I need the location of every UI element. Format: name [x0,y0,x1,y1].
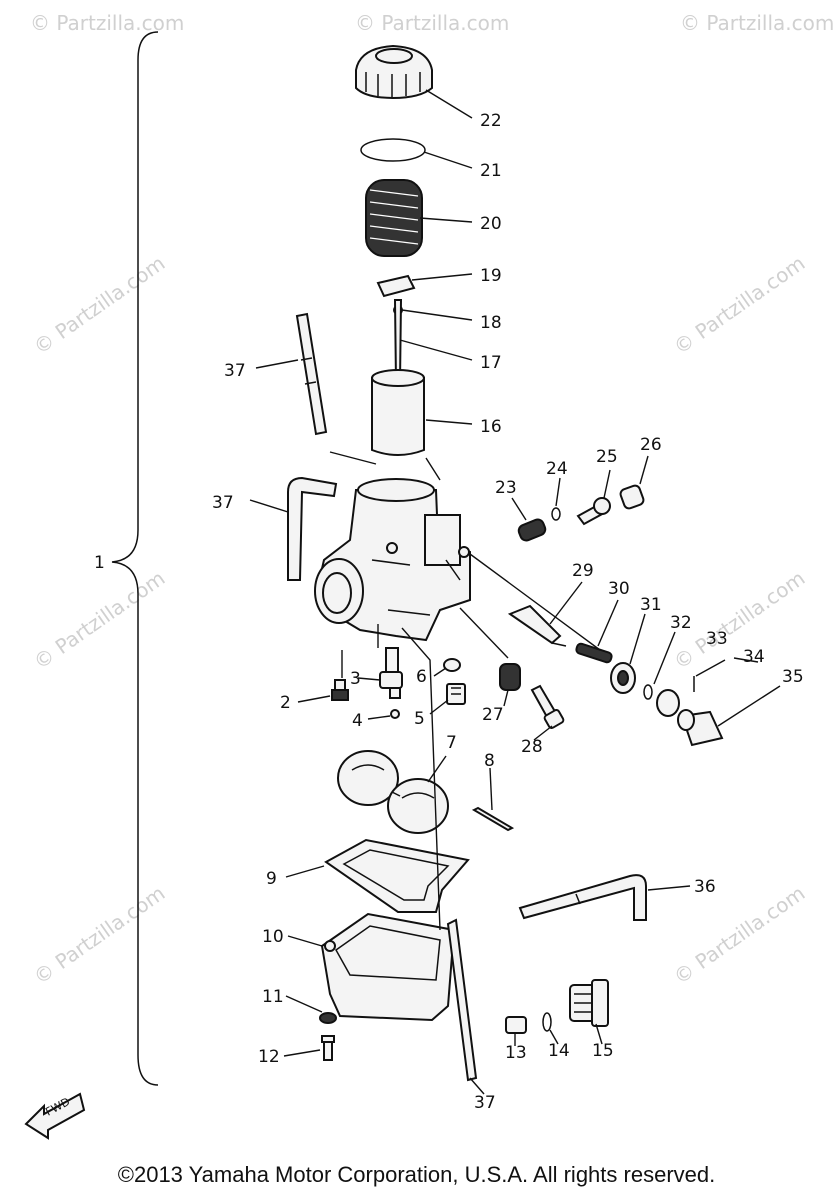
part-2-screw [331,679,349,701]
part-36-overflow-hose [518,874,647,921]
label-part-34: 34 [743,647,765,667]
watermark-5: © Partzilla.com [669,251,809,359]
label-part-32: 32 [670,613,692,633]
carburetor-exploded-diagram: © Partzilla.com © Partzilla.com © Partzi… [24,11,833,1140]
part-37-vent-hose-upper [295,312,328,436]
part-20-spring [365,179,423,257]
watermark-2: © Partzilla.com [355,11,509,35]
label-part-4: 4 [352,711,363,731]
part-16-throttle-valve [371,369,425,456]
label-part-7: 7 [446,733,457,753]
watermark-9: © Partzilla.com [669,881,809,989]
fwd-arrow-icon: FWD [24,1092,86,1140]
part-8-float-pin [471,806,515,832]
part-33-cap [656,689,680,717]
label-part-26: 26 [640,435,662,455]
part-4-washer [390,709,400,719]
watermark-1: © Partzilla.com [30,11,184,35]
label-part-3: 3 [350,669,361,689]
part-37-vent-hose-lower [446,918,478,1082]
label-part-37-left: 37 [212,493,234,513]
label-part-23: 23 [495,478,517,498]
label-part-35: 35 [782,667,804,687]
label-part-5: 5 [414,709,425,729]
part-7-float [337,750,449,834]
watermark-4: © Partzilla.com [29,251,169,359]
label-part-37-upper: 37 [224,361,246,381]
part-31-nut [610,662,636,694]
part-24-o-ring [551,507,561,521]
part-28-adjusting-screw [530,684,565,729]
part-14-gasket [542,1012,552,1032]
label-part-12: 12 [258,1047,280,1067]
label-part-30: 30 [608,579,630,599]
label-part-37-lower: 37 [474,1093,496,1113]
label-part-25: 25 [596,447,618,467]
part-6-ring [443,658,461,672]
label-part-17: 17 [480,353,502,373]
part-22-top-cap [355,44,433,100]
label-part-19: 19 [480,266,502,286]
part-5-main-jet [446,683,466,705]
label-part-21: 21 [480,161,502,181]
label-part-20: 20 [480,214,502,234]
part-23-spring [517,518,547,542]
label-part-36: 36 [694,877,716,897]
label-part-2: 2 [280,693,291,713]
label-part-22: 22 [480,111,502,131]
part-3-main-jet-holder [379,647,403,699]
part-10-float-bowl [320,912,456,1022]
part-25-pilot-screw [576,497,611,526]
part-12-screw [321,1035,335,1061]
part-27-spring [499,663,521,691]
part-9-float-bowl-gasket [324,838,470,913]
part-number-labels: 22 21 20 19 18 17 37 16 37 23 24 25 26 2… [212,111,804,1113]
label-part-8: 8 [484,751,495,771]
part-19-needle-plate [376,274,416,298]
assembly-brace [111,31,159,1086]
carburetor-body [314,478,471,642]
part-21-o-ring [360,138,426,162]
part-30-spring [575,642,613,664]
label-part-24: 24 [546,459,568,479]
label-part-10: 10 [262,927,284,947]
label-part-27: 27 [482,705,504,725]
part-32-washer [643,684,653,700]
label-part-11: 11 [262,987,284,1007]
leader-lines [249,89,781,1095]
part-35-starter-cap [677,709,724,747]
watermark-3: © Partzilla.com [680,11,833,35]
part-29-starter-plunger [507,604,567,647]
label-part-33: 33 [706,629,728,649]
label-part-14: 14 [548,1041,570,1061]
label-part-9: 9 [266,869,277,889]
label-part-16: 16 [480,417,502,437]
watermark-6: © Partzilla.com [29,566,169,674]
label-part-15: 15 [592,1041,614,1061]
label-part-13: 13 [505,1043,527,1063]
assembly-label: 1 [94,553,105,573]
label-part-29: 29 [572,561,594,581]
part-11-washer [319,1012,337,1024]
watermark-8: © Partzilla.com [29,881,169,989]
part-15-drain-plug [569,979,609,1027]
part-13-fitting [505,1016,527,1034]
label-part-18: 18 [480,313,502,333]
part-37-vent-hose-left [287,476,338,581]
copyright-notice: ©2013 Yamaha Motor Corporation, U.S.A. A… [117,1162,716,1187]
label-part-6: 6 [416,667,427,687]
label-part-31: 31 [640,595,662,615]
label-part-28: 28 [521,737,543,757]
part-26-cap [619,484,645,510]
